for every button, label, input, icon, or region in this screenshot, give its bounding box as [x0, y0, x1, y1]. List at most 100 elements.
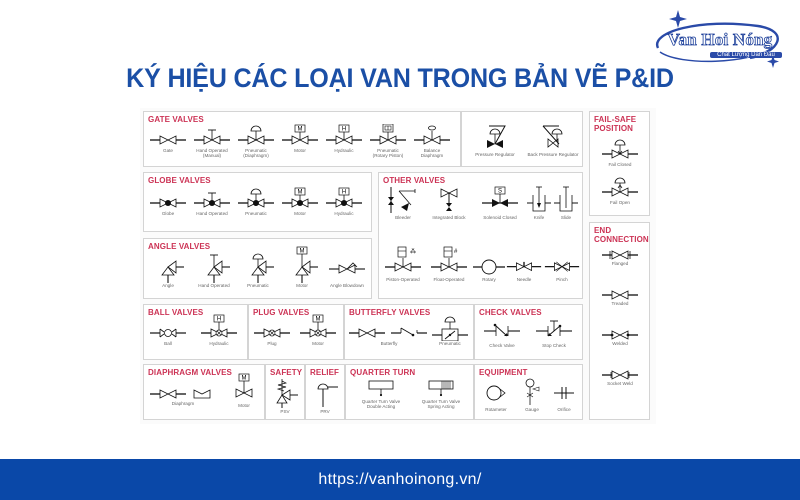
section-title: EQUIPMENT — [479, 368, 528, 377]
integrated-block-icon — [440, 188, 458, 211]
quarter-turn-spring-acting-icon — [428, 380, 454, 397]
motor-diaphragm-icon: M — [235, 373, 253, 398]
symbol-pressure-regulator: Pressure Regulator — [468, 122, 522, 157]
motor-plug-icon: M — [299, 314, 337, 338]
pneumatic-angle-icon — [251, 253, 274, 283]
section-quarter-turn: QUARTER TURN Quarter Turn Valve Double A… — [345, 364, 474, 420]
orifice-icon — [554, 387, 574, 399]
symbol-fail-open: Fail Open — [600, 176, 640, 205]
symbol-gate-hydraulic: H Hydraulic — [324, 124, 364, 153]
motor-globe-icon: M — [281, 187, 319, 208]
pneumatic-globe-icon — [237, 188, 275, 208]
symbol-psv: PSV — [268, 377, 302, 414]
stop-check-icon — [536, 320, 572, 337]
symbol-orifice: Orifice — [549, 377, 579, 412]
knife-valve-icon — [527, 186, 551, 212]
footer-url-bar: https://vanhoinong.vn/ — [0, 459, 800, 500]
symbol-globe: Globe — [148, 187, 188, 216]
svg-text:⁂: ⁂ — [410, 249, 416, 255]
section-end-connection: END CONNECTION Flanged Treaded Welded So… — [589, 222, 650, 420]
brand-logo: Van Hoi Nóng Chất Lượng Dẫn Đầu — [640, 8, 790, 70]
symbol-globe-hand: Hand Operated — [192, 187, 232, 216]
pressure-regulator-icon — [487, 125, 506, 148]
rotary-valve-icon — [473, 259, 505, 275]
symbol-butterfly-pneumatic: Pneumatic — [429, 313, 471, 346]
section-title: GATE VALVES — [148, 115, 204, 124]
symbol-rotameter: Rotameter — [477, 379, 515, 412]
symbol-threaded: Treaded — [600, 289, 640, 306]
quarter-turn-double-acting-icon — [368, 380, 394, 397]
section-title: BUTTERFLY VALVES — [349, 308, 431, 317]
svg-text:#: # — [454, 249, 458, 255]
angle-valve-icon — [161, 260, 184, 283]
section-title: QUARTER TURN — [350, 368, 416, 377]
socket-weld-end-icon — [601, 370, 639, 380]
section-gate-valves: GATE VALVES Gate Hand Operated (Manual) … — [143, 111, 461, 167]
slide-valve-icon — [554, 186, 578, 212]
symbol-quarter-turn-double: Quarter Turn Valve Double Acting — [352, 379, 410, 409]
section-title: BALL VALVES — [148, 308, 204, 317]
pinch-valve-icon — [544, 261, 580, 272]
section-title: DIAPHRAGM VALVES — [148, 368, 232, 377]
section-ball-valves: BALL VALVES Ball H Hydraulic — [143, 304, 248, 360]
symbol-stop-check: Stop Check — [529, 319, 579, 348]
svg-text:M: M — [300, 249, 305, 255]
symbol-angle-motor: M Motor — [282, 245, 322, 288]
bleeder-icon — [388, 187, 416, 213]
symbol-diaphragm: Diaphragm — [148, 387, 218, 406]
symbol-check-valve: Check Valve — [479, 319, 525, 348]
fail-open-icon — [601, 177, 639, 197]
page-title: KÝ HIỆU CÁC LOẠI VAN TRONG BẢN VẼ P&ID — [126, 63, 674, 93]
symbol-welded: Welded — [600, 329, 640, 346]
section-title: OTHER VALVES — [383, 176, 446, 185]
butterfly-valve-icon — [348, 327, 427, 338]
gauge-icon — [525, 378, 540, 405]
symbol-fail-closed: Fail Closed — [600, 138, 640, 167]
pid-symbol-chart: GATE VALVES Gate Hand Operated (Manual) … — [140, 108, 656, 424]
threaded-end-icon — [601, 290, 639, 300]
section-diaphragm-valves: DIAPHRAGM VALVES Diaphragm M Motor — [143, 364, 265, 420]
solenoid-valve-icon: S — [482, 186, 518, 207]
fail-closed-icon — [601, 139, 639, 159]
symbol-ball: Ball — [148, 325, 188, 346]
section-safety: SAFETY PSV — [265, 364, 305, 420]
rotameter-icon — [486, 385, 506, 401]
float-operated-icon: # — [430, 246, 468, 272]
symbol-piston-operated: ⁂ Piston-Operated — [381, 243, 425, 282]
symbol-solenoid-closed: S Solenoid Closed — [477, 185, 523, 220]
angle-blowdown-icon — [329, 262, 365, 274]
hand-operated-globe-icon — [193, 192, 231, 208]
symbol-pinch: Pinch — [543, 243, 581, 282]
section-plug-valves: PLUG VALVES Plug M Motor — [248, 304, 344, 360]
symbol-globe-motor: M Motor — [280, 187, 320, 216]
hand-operated-gate-icon — [193, 129, 231, 145]
symbol-globe-hydraulic: H Hydraulic — [324, 187, 364, 216]
balance-diaphragm-icon — [413, 125, 451, 145]
section-title: ANGLE VALVES — [148, 242, 211, 251]
symbol-gate-rotary-piston: Pneumatic (Rotary Piston) — [368, 124, 408, 158]
section-title: RELIEF — [310, 368, 340, 377]
symbol-slide: Slide — [554, 185, 578, 220]
section-title: GLOBE VALVES — [148, 176, 211, 185]
pneumatic-butterfly-icon — [432, 316, 468, 341]
symbol-plug-motor: M Motor — [297, 313, 339, 346]
website-link[interactable]: https://vanhoinong.vn/ — [318, 471, 482, 488]
globe-valve-icon — [149, 198, 187, 208]
symbol-butterfly: Butterfly — [347, 325, 431, 346]
symbol-ball-hydraulic: H Hydraulic — [198, 313, 240, 346]
gate-valve-icon — [149, 135, 187, 145]
plug-valve-icon — [253, 328, 291, 338]
hydraulic-globe-icon: H — [325, 187, 363, 208]
motor-actuator-icon: M — [281, 124, 319, 145]
section-title: FAIL-SAFE POSITION — [594, 115, 637, 133]
motor-angle-icon: M — [295, 246, 318, 283]
symbol-quarter-turn-spring: Quarter Turn Valve Spring Acting — [412, 379, 470, 409]
symbol-globe-pneumatic: Pneumatic — [236, 187, 276, 216]
svg-text:S: S — [498, 189, 502, 195]
brand-name: Van Hoi Nóng — [667, 30, 773, 50]
section-other-valves: OTHER VALVES Bleeder Integrated Block S … — [378, 172, 583, 299]
rotary-piston-icon — [369, 124, 407, 145]
back-pressure-regulator-icon — [542, 125, 563, 148]
symbol-gate-pneumatic: Pneumatic (Diaphragm) — [236, 124, 276, 158]
symbol-angle: Angle — [148, 251, 188, 288]
